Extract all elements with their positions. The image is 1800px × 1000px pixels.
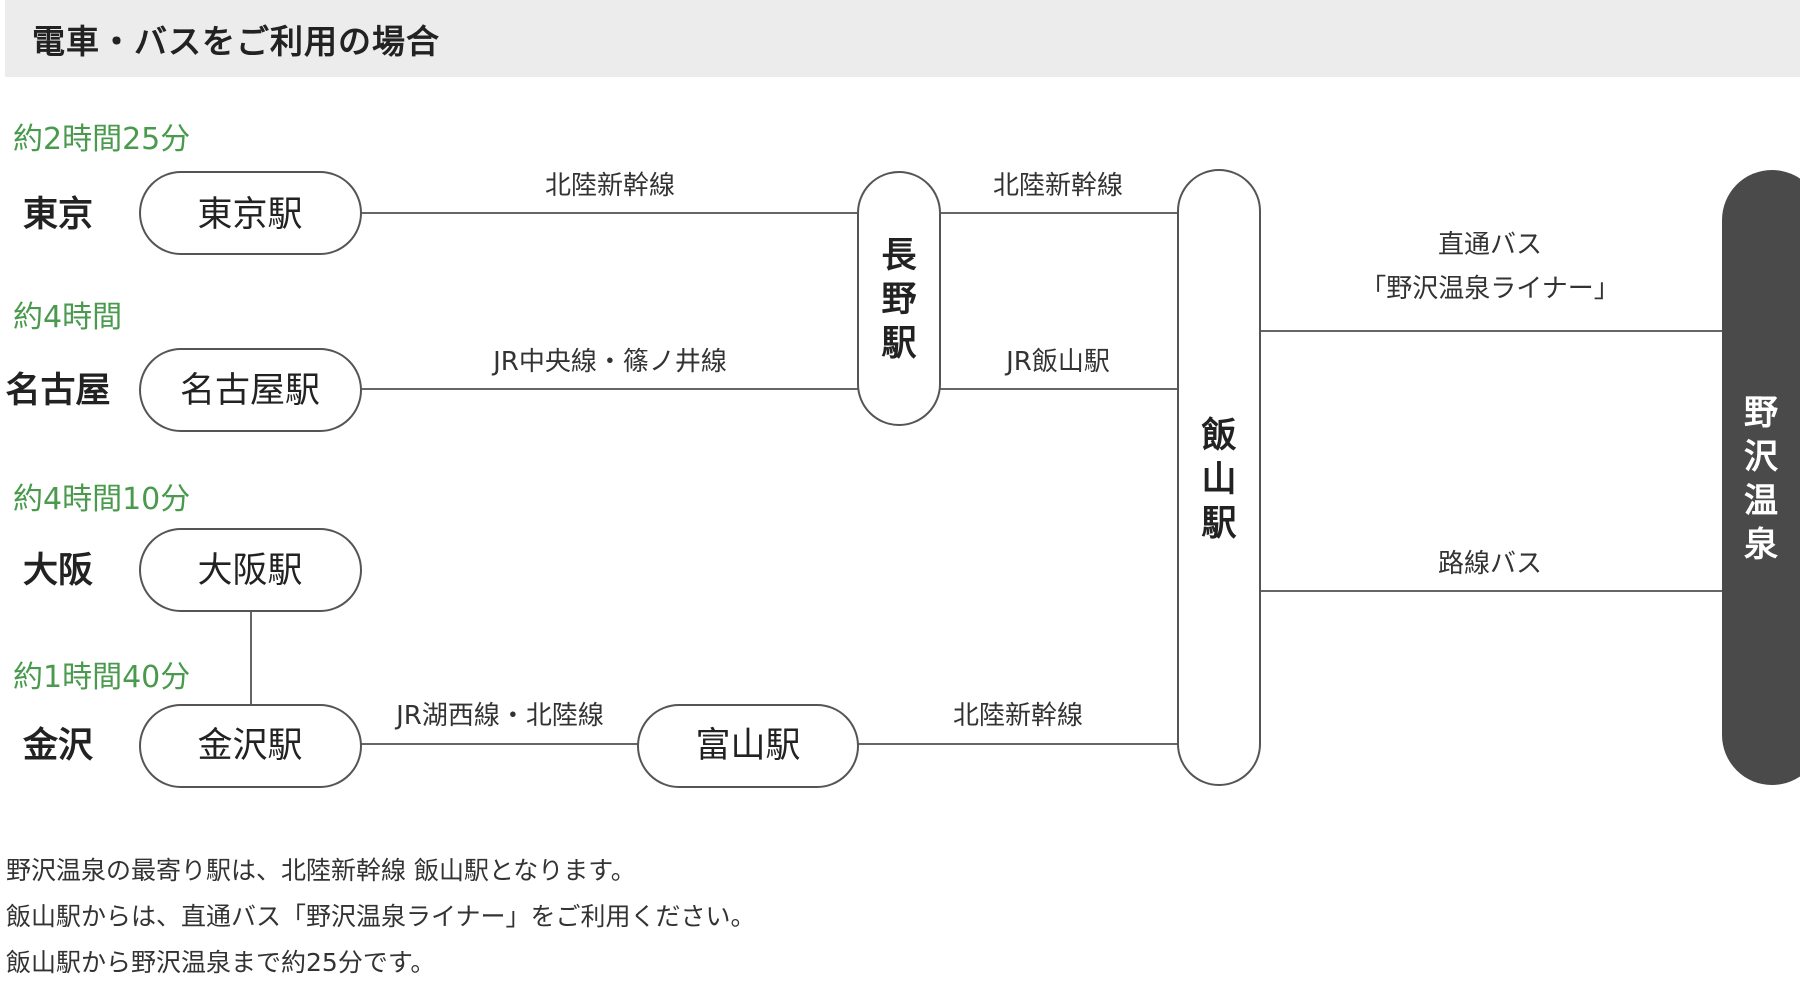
station-pill-nagoya — [139, 348, 362, 432]
nagano-char-1: 長 — [881, 236, 917, 276]
route-label-kanazawa-toyama: JR湖西線・北陸線 — [394, 701, 604, 731]
nozawa-char-3: 温 — [1744, 481, 1778, 521]
route-label-bus-direct-2: 「野沢温泉ライナー」 — [1360, 274, 1619, 304]
footer-line-3: 飯山駅から野沢温泉まで約25分です。 — [6, 948, 436, 977]
route-label-nagano-iiyama-top: 北陸新幹線 — [993, 171, 1123, 201]
station-label-kanazawa: 金沢駅 — [197, 726, 302, 766]
time-tokyo: 約2時間25分 — [13, 122, 190, 157]
city-tokyo: 東京 — [23, 194, 93, 235]
route-lines — [250, 212, 1722, 745]
iiyama-char-1: 飯 — [1201, 415, 1236, 456]
city-kanazawa: 金沢 — [22, 725, 94, 766]
station-label-toyama: 富山駅 — [695, 726, 800, 766]
station-label-osaka: 大阪駅 — [197, 551, 302, 591]
route-label-nagoya-nagano: JR中央線・篠ノ井線 — [491, 347, 727, 377]
route-label-bus-local: 路線バス — [1438, 549, 1542, 579]
destination-pill-nozawa — [1722, 170, 1800, 785]
nozawa-char-2: 沢 — [1744, 437, 1779, 477]
footer-line-2: 飯山駅からは、直通バス「野沢温泉ライナー」をご利用ください。 — [6, 902, 756, 931]
nagano-char-3: 駅 — [881, 324, 916, 364]
time-kanazawa: 約1時間40分 — [13, 660, 190, 695]
nozawa-char-4: 泉 — [1744, 525, 1778, 565]
station-pill-nagano — [857, 171, 941, 426]
city-osaka: 大阪 — [23, 551, 93, 591]
nozawa-char-1: 野 — [1744, 393, 1778, 433]
header-bar: 電車・バスをご利用の場合 — [5, 0, 1800, 77]
route-label-tokyo-nagano: 北陸新幹線 — [545, 171, 675, 201]
station-label-nagoya: 名古屋駅 — [180, 371, 320, 411]
route-label-toyama-iiyama: 北陸新幹線 — [953, 701, 1083, 731]
page-title: 電車・バスをご利用の場合 — [32, 21, 440, 61]
route-label-nagano-iiyama-bottom: JR飯山駅 — [1004, 347, 1110, 377]
time-osaka: 約4時間10分 — [13, 482, 190, 517]
station-pill-iiyama — [1177, 169, 1261, 786]
station-pill-toyama — [637, 704, 859, 788]
station-label-tokyo: 東京駅 — [197, 195, 302, 235]
route-diagram: 約2時間25分 約4時間 約4時間10分 約1時間40分 東京 名古屋 大阪 金… — [5, 122, 1800, 788]
iiyama-char-2: 山 — [1201, 460, 1236, 500]
station-pill-kanazawa — [139, 704, 362, 788]
footer-line-1: 野沢温泉の最寄り駅は、北陸新幹線 飯山駅となります。 — [6, 856, 636, 885]
route-label-bus-direct-1: 直通バス — [1438, 230, 1542, 260]
footer-notes: 野沢温泉の最寄り駅は、北陸新幹線 飯山駅となります。 飯山駅からは、直通バス「野… — [6, 848, 756, 986]
time-nagoya: 約4時間 — [13, 300, 122, 335]
station-pill-osaka — [139, 528, 362, 612]
city-nagoya: 名古屋 — [5, 371, 110, 411]
nagano-char-2: 野 — [881, 280, 916, 320]
station-pill-tokyo — [139, 171, 362, 255]
iiyama-char-3: 駅 — [1201, 504, 1236, 544]
